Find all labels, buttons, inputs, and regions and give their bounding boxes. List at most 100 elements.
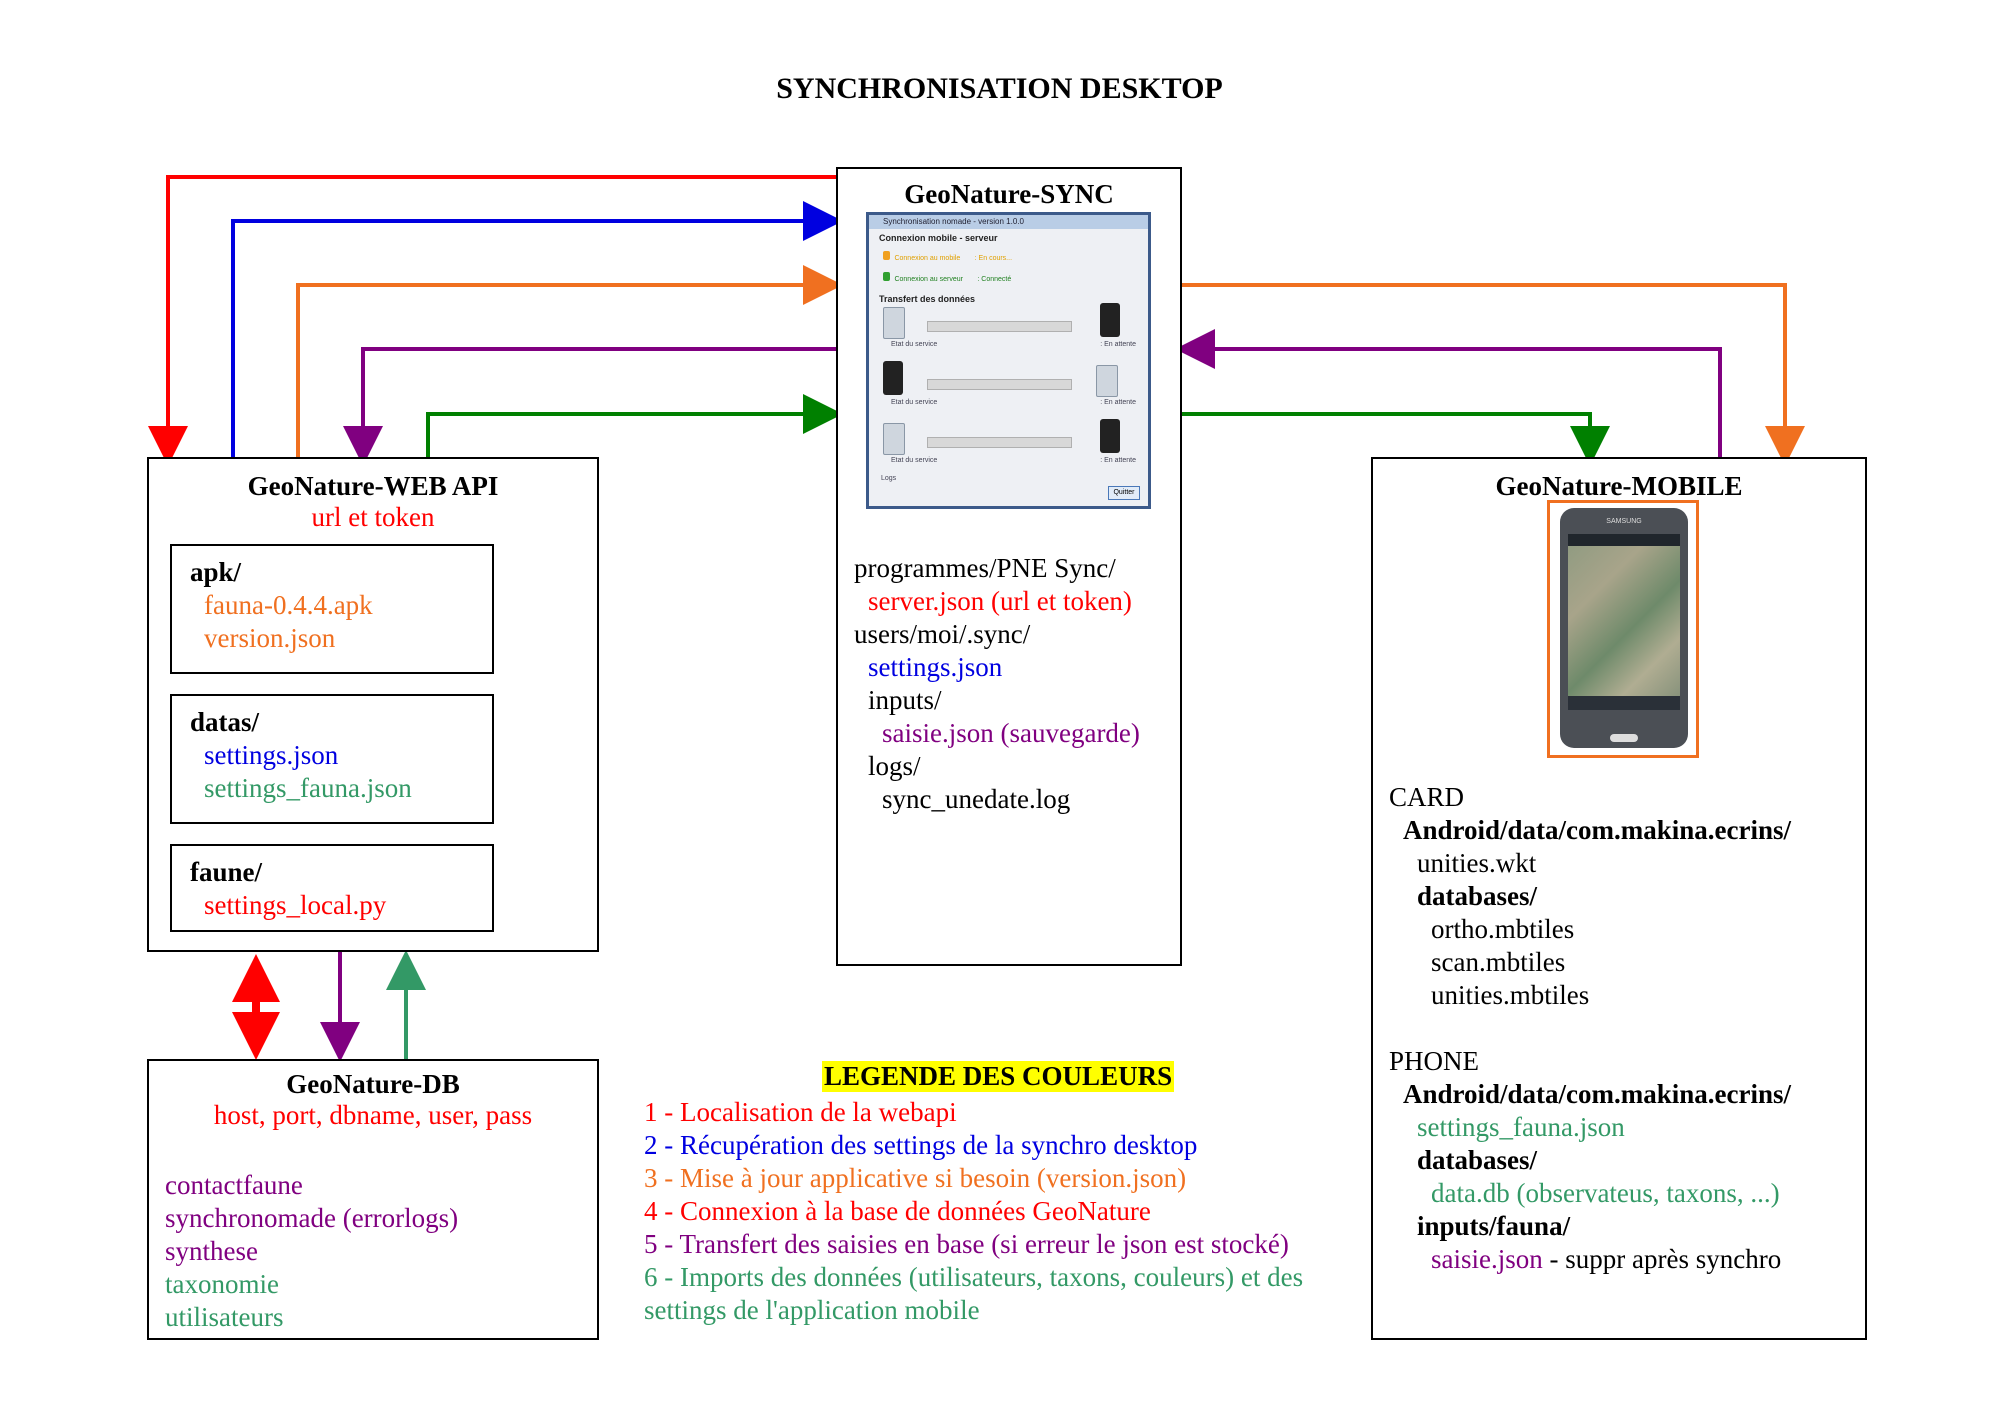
phone-data-db: data.db (observateus, taxons, ...) [1431,1178,1780,1208]
shot-section-connexion: Connexion mobile - serveur [879,233,998,243]
sync-inputs-folder: inputs/ [868,685,942,715]
phone-icon [1100,303,1120,337]
db-box: GeoNature-DB host, port, dbname, user, p… [147,1059,599,1340]
card-path: Android/data/com.makina.ecrins/ [1403,815,1792,845]
phone-settings-fauna: settings_fauna.json [1417,1112,1625,1142]
progress-bar [927,437,1072,448]
progress-bar [927,321,1072,332]
apk-file: fauna-0.4.4.apk [204,590,373,620]
shot-quit-button[interactable]: Quitter [1108,486,1140,500]
sync-logs-folder: logs/ [868,751,921,781]
settings-file: settings.json [204,740,339,770]
version-file: version.json [204,623,336,653]
shot-transfer-row-3: Etat du service : En attente [881,419,1136,467]
legend-item-6-cont: settings de l'application mobile [644,1295,980,1325]
settings-local-file: settings_local.py [204,890,387,920]
shot-wait-2: : En attente [1100,399,1136,406]
mobile-title: GeoNature-MOBILE [1495,471,1743,501]
legend-list: 1 - Localisation de la webapi 2 - Récupé… [644,1096,1303,1327]
webapi-subtitle: url et token [311,502,435,532]
phone-nav-bar [1568,696,1680,710]
datas-folder-box: datas/ settings.json settings_fauna.json [170,694,494,824]
shot-conn-mobile: Connexion au mobile [894,255,961,262]
phone-inputs-fauna: inputs/fauna/ [1417,1211,1571,1241]
db-utilisateurs: utilisateurs [165,1302,284,1332]
sync-server-json: server.json (url et token) [868,586,1132,616]
shot-transfer-row-1: Etat du service : En attente [881,303,1136,351]
db-contactfaune: contactfaune [165,1170,303,1200]
legend-title: LEGENDE DES COULEURS [822,1061,1175,1092]
progress-bar [927,379,1072,390]
arrow-blue-settings [231,201,843,458]
db-subtitle: host, port, dbname, user, pass [213,1100,533,1130]
phone-path: Android/data/com.makina.ecrins/ [1403,1079,1792,1109]
db-taxonomie: taxonomie [165,1269,279,1299]
arrow-red-localisation [148,175,837,466]
db-synchronomade: synchronomade (errorlogs) [165,1203,459,1233]
shot-wait-1: : En attente [1100,341,1136,348]
shot-conn-mobile-row: Connexion au mobile : En cours... [883,247,1148,265]
phone-saisie-row: saisie.json - suppr après synchro [1389,1243,1791,1276]
apk-folder-box: apk/ fauna-0.4.4.apk version.json [170,544,494,674]
arrow-purple-transfer-left [343,347,837,466]
phone-status-bar [1568,534,1680,546]
arrow-orange-update-right [1181,283,1805,466]
sync-settings-json: settings.json [868,652,1003,682]
db-synthese: synthese [165,1236,258,1266]
webapi-box: GeoNature-WEB API url et token apk/ faun… [147,457,599,952]
server-icon [1096,365,1118,397]
sync-title: GeoNature-SYNC [904,179,1114,209]
phone-brand: SAMSUNG [1606,518,1642,525]
mobile-phone-picture: SAMSUNG [1547,500,1699,758]
arrow-green-imports-left [426,394,843,458]
legend-item-1: 1 - Localisation de la webapi [644,1097,957,1127]
faune-folder-box: faune/ settings_local.py [170,844,494,932]
shot-section-transfert: Transfert des données [879,294,976,304]
card-db-ortho: ortho.mbtiles [1431,914,1575,944]
server-status-icon [883,272,890,281]
legend-item-4: 4 - Connexion à la base de données GeoNa… [644,1196,1151,1226]
datas-folder-label: datas/ [190,707,260,737]
sync-app-screenshot: Synchronisation nomade - version 1.0.0 C… [866,212,1151,509]
arrow-purple-transfer-right [1175,329,1722,458]
legend-item-5: 5 - Transfert des saisies en base (si er… [644,1229,1289,1259]
settings-fauna-file: settings_fauna.json [204,773,412,803]
phone-saisie-json: saisie.json [1431,1244,1543,1274]
apk-folder-label: apk/ [190,557,242,587]
db-title: GeoNature-DB [286,1069,460,1099]
shot-window-title: Synchronisation nomade - version 1.0.0 [869,215,1148,229]
sync-log-file: sync_unedate.log [882,784,1071,814]
shot-state-3: Etat du service [891,457,938,464]
phone-icon [1100,419,1120,453]
phone-icon [883,361,903,395]
arrow-green-imports-right [1181,412,1610,466]
shot-state-1: Etat du service [891,341,938,348]
shot-conn-mobile-status: : En cours... [974,255,1013,262]
card-label: CARD [1389,782,1465,812]
server-icon [883,307,905,339]
phone-label: PHONE [1389,1046,1480,1076]
shot-conn-server-row: Connexion au serveur : Connecté [883,268,1148,286]
mobile-status-icon [883,251,890,260]
card-db-scan: scan.mbtiles [1431,947,1566,977]
shot-conn-server: Connexion au serveur [894,276,963,283]
legend-item-3: 3 - Mise à jour applicative si besoin (v… [644,1163,1187,1193]
shot-conn-server-status: : Connecté [977,276,1012,283]
sync-path-users: users/moi/.sync/ [854,619,1031,649]
card-unities-wkt: unities.wkt [1417,848,1537,878]
phone-home-button [1610,734,1638,742]
shot-logs-label: Logs [881,475,897,482]
legend-item-6: 6 - Imports des données (utilisateurs, t… [644,1262,1304,1292]
phone-databases: databases/ [1417,1145,1538,1175]
phone-body: SAMSUNG [1560,508,1688,748]
faune-folder-label: faune/ [190,857,263,887]
shot-wait-3: : En attente [1100,457,1136,464]
phone-map-screen [1568,534,1680,710]
phone-saisie-note: - suppr après synchro [1542,1244,1782,1274]
webapi-title: GeoNature-WEB API [247,471,499,501]
card-db-unities: unities.mbtiles [1431,980,1590,1010]
page-title: SYNCHRONISATION DESKTOP [776,72,1223,105]
shot-state-2: Etat du service [891,399,938,406]
card-databases: databases/ [1417,881,1538,911]
